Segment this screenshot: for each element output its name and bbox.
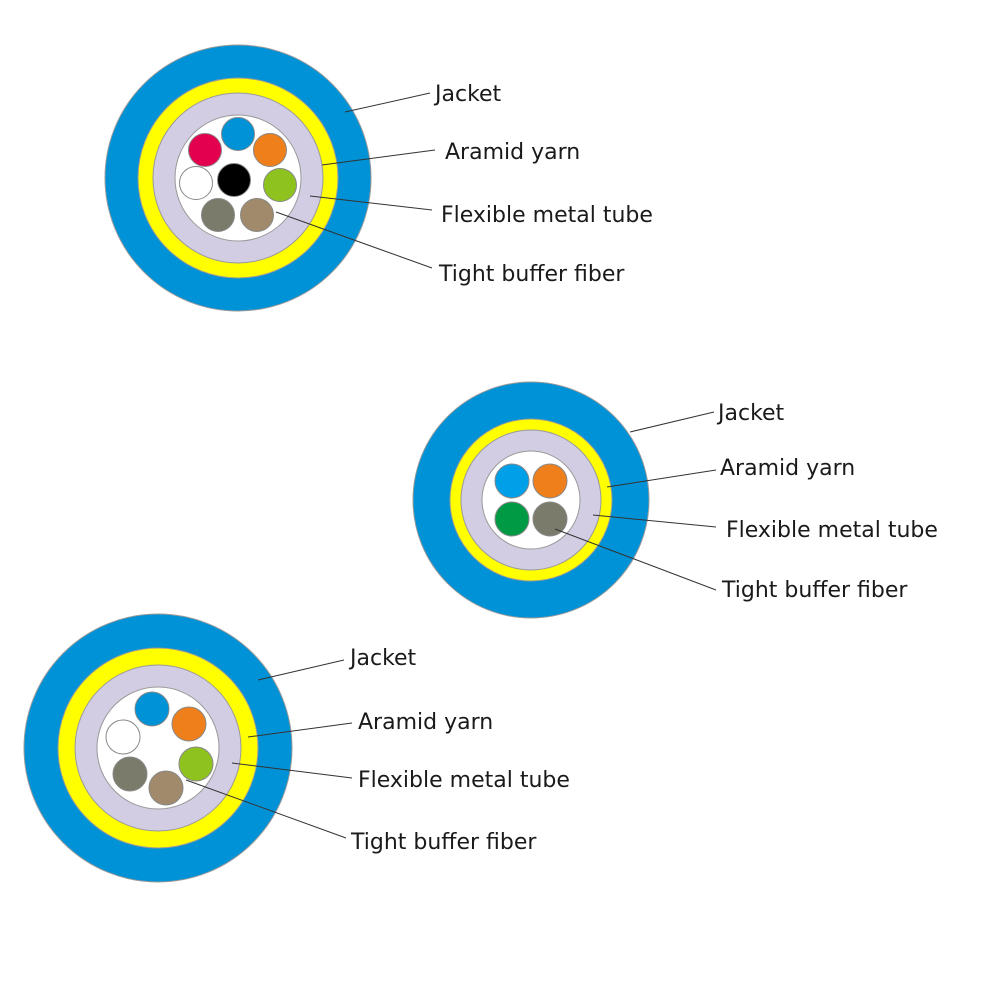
fiber-red bbox=[188, 133, 222, 167]
fiber-gray bbox=[112, 756, 148, 792]
cable-6-fiber: Jacket Aramid yarn Flexible metal tube T… bbox=[23, 613, 570, 883]
label-jacket: Jacket bbox=[433, 82, 502, 107]
leader-jacket bbox=[629, 411, 715, 433]
fiber-orange bbox=[171, 706, 207, 742]
fiber-green-yellow bbox=[178, 746, 214, 782]
fiber-orange bbox=[253, 133, 287, 167]
leader-aramid-yarn bbox=[247, 722, 353, 738]
leader-aramid-yarn bbox=[606, 469, 717, 488]
leader-aramid-yarn bbox=[321, 149, 436, 166]
leader-jacket bbox=[344, 92, 431, 113]
fiber-black bbox=[217, 163, 251, 197]
label-jacket: Jacket bbox=[348, 646, 417, 671]
fiber-white bbox=[105, 719, 141, 755]
label-flexible-metal-tube: Flexible metal tube bbox=[441, 203, 653, 228]
label-aramid-yarn: Aramid yarn bbox=[358, 710, 493, 735]
leader-metal-tube bbox=[309, 195, 433, 211]
fiber-blue bbox=[134, 691, 170, 727]
core-space bbox=[481, 450, 581, 550]
fiber-green-yellow bbox=[263, 168, 297, 202]
fiber-blue bbox=[221, 117, 255, 151]
leader-jacket bbox=[257, 659, 345, 681]
leader-metal-tube bbox=[231, 762, 353, 779]
leader-tight-buffer-fiber bbox=[554, 528, 717, 591]
fiber-orange bbox=[532, 463, 568, 499]
fiber-brown bbox=[148, 770, 184, 806]
fiber-gray bbox=[532, 501, 568, 537]
label-flexible-metal-tube: Flexible metal tube bbox=[726, 518, 938, 543]
label-tight-buffer-fiber: Tight buffer fiber bbox=[721, 578, 908, 603]
fiber-gray bbox=[201, 198, 235, 232]
label-jacket: Jacket bbox=[716, 401, 785, 426]
fiber-white bbox=[179, 166, 213, 200]
leader-tight-buffer-fiber bbox=[275, 211, 433, 269]
fiber-green bbox=[494, 501, 530, 537]
fiber-brown bbox=[240, 198, 274, 232]
leader-metal-tube bbox=[592, 514, 717, 528]
label-aramid-yarn: Aramid yarn bbox=[720, 456, 855, 481]
leader-tight-buffer-fiber bbox=[185, 779, 347, 839]
fiber-blue bbox=[494, 463, 530, 499]
label-flexible-metal-tube: Flexible metal tube bbox=[358, 768, 570, 793]
label-tight-buffer-fiber: Tight buffer fiber bbox=[350, 830, 537, 855]
label-tight-buffer-fiber: Tight buffer fiber bbox=[438, 262, 625, 287]
label-aramid-yarn: Aramid yarn bbox=[445, 140, 580, 165]
cable-8-fiber: Jacket Aramid yarn Flexible metal tube T… bbox=[104, 44, 653, 312]
cable-4-fiber: Jacket Aramid yarn Flexible metal tube T… bbox=[412, 381, 938, 619]
